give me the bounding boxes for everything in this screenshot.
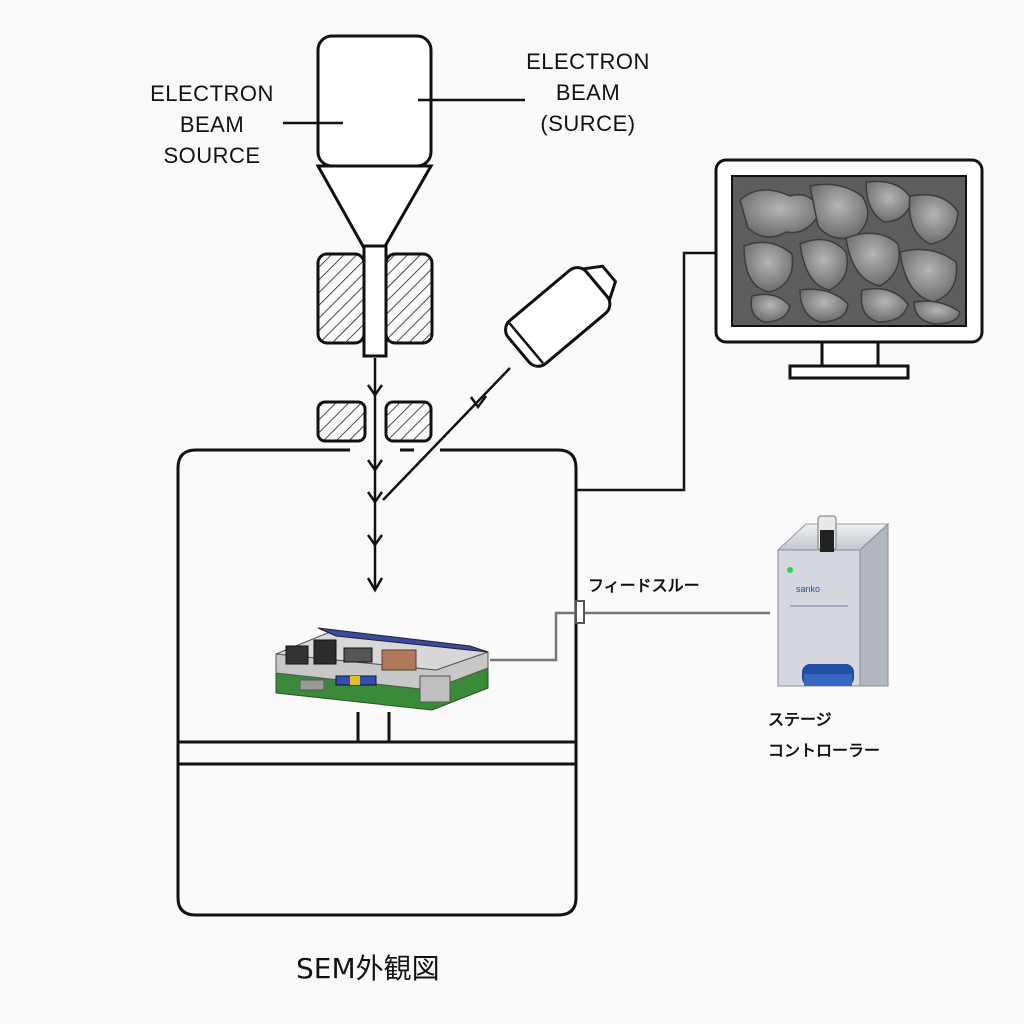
label-line: (SURCE) bbox=[540, 111, 636, 136]
label-line: ELECTRON bbox=[526, 49, 650, 74]
stage-controller: sanko bbox=[776, 515, 890, 687]
electron-beam bbox=[366, 358, 384, 593]
feedthrough-cable bbox=[490, 600, 770, 662]
label-source-right: ELECTRON BEAM (SURCE) bbox=[518, 46, 658, 139]
specimen-stage bbox=[275, 627, 489, 711]
detector bbox=[504, 264, 618, 368]
caption: SEM外観図 bbox=[296, 952, 440, 985]
label-feedthrough: フィードスルー bbox=[588, 576, 700, 595]
label-line: コントローラー bbox=[768, 741, 881, 760]
label-stage-controller: ステージ コントローラー bbox=[768, 704, 880, 766]
objective-lens bbox=[316, 400, 433, 443]
label-line: BEAM bbox=[555, 80, 621, 105]
label-line: ELECTRON bbox=[150, 81, 274, 106]
label-source-left: ELECTRON BEAM SOURCE bbox=[146, 78, 278, 171]
controller-brand: sanko bbox=[796, 584, 820, 594]
monitor-cable bbox=[576, 251, 715, 492]
specimen-chamber bbox=[176, 448, 578, 917]
sem-image bbox=[739, 180, 961, 325]
label-line: BEAM bbox=[179, 112, 245, 137]
beam-tube bbox=[362, 244, 388, 358]
electron-gun bbox=[315, 34, 434, 250]
detector-signal bbox=[382, 367, 511, 501]
monitor bbox=[714, 158, 984, 380]
label-line: ステージ bbox=[768, 710, 832, 729]
condenser-lens bbox=[316, 252, 434, 345]
label-line: SOURCE bbox=[163, 143, 261, 168]
